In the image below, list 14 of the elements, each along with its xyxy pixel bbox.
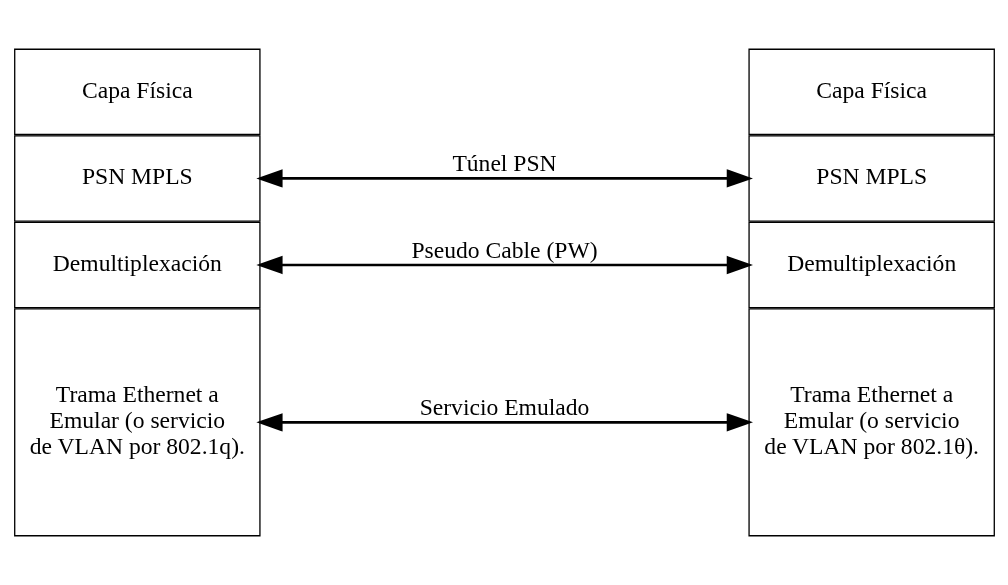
node-box: Demultiplexación [747, 221, 995, 309]
node-box: Trama Ethernet a Emular (o servicio de VLAN por 802.1q). [13, 308, 261, 537]
edge-label: Pseudo Cable (PW) [410, 236, 598, 263]
edge-label: Túnel PSN [451, 150, 557, 177]
edge-label: Servicio Emulado [419, 393, 589, 420]
node-box: Demultiplexación [13, 221, 261, 309]
arrow [255, 255, 753, 275]
arrow [255, 413, 753, 432]
arrow [255, 169, 753, 188]
node-box: Trama Ethernet a Emular (o servicio de VLAN por 802.1θ). [747, 308, 995, 537]
node-box: PSN MPLS [13, 135, 261, 222]
node-box: Capa Física [747, 48, 995, 136]
node-box: PSN MPLS [747, 135, 995, 222]
node-box: Capa Física [13, 48, 261, 136]
